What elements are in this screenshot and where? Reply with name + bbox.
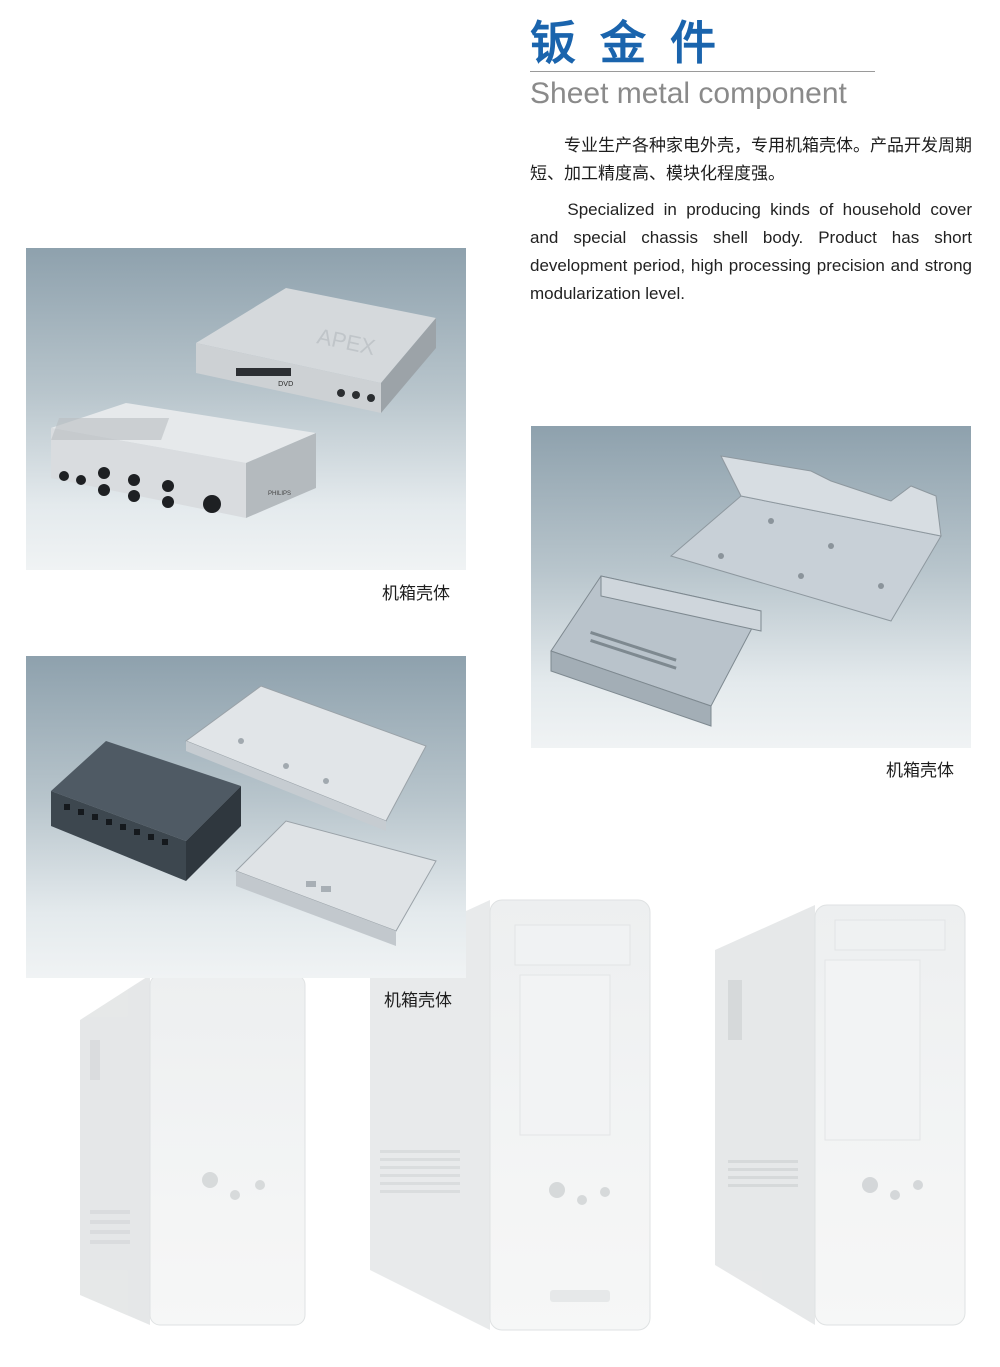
page-title: 钣金件 [530,16,740,70]
chassis-open-frame [184,685,427,831]
pc-tower-background [80,899,966,1331]
product-photo-chassis-frames [531,426,971,748]
intro-paragraph-cn: 专业生产各种家电外壳，专用机箱壳体。产品开发周期短、加工精度高、模块化程度强。 [530,136,972,184]
chassis-perforated-tray [235,820,437,946]
product-photo-switch-chassis [26,656,466,978]
philips-label: PHILIPS [268,491,291,497]
tower-left [80,974,306,1326]
product-photo-dvd-amplifier: APEX DVD PHILIPS [26,248,466,570]
tower-right [715,904,966,1326]
chassis-tray [550,575,762,727]
chassis-base-plate [669,455,942,622]
photo-caption: 机箱壳体 [382,584,450,604]
amplifier-chassis: PHILIPS [51,403,316,518]
page-subtitle: Sheet metal component [530,77,847,110]
photo-caption: 机箱壳体 [384,991,452,1011]
switch-dark-housing [51,741,241,881]
tower-middle [370,899,651,1331]
intro-paragraph-en: Specialized in producing kinds of househ… [530,200,972,303]
dvd-player-chassis: APEX DVD [196,288,436,413]
photo-caption: 机箱壳体 [886,761,954,781]
dvd-label: DVD [278,380,293,388]
title-divider [530,71,875,72]
